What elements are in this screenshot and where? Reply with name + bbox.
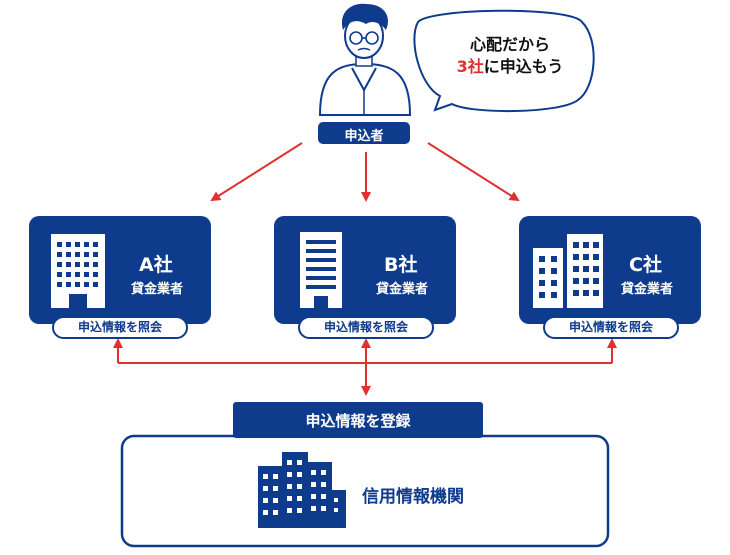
query-badge-b: 申込情報を照会 — [298, 316, 434, 339]
company-type: 貸金業者 — [621, 282, 674, 297]
company-name: A社 — [139, 254, 173, 276]
company-card-c: C社 貸金業者 — [519, 216, 701, 324]
query-connectors — [113, 338, 617, 396]
speech-line-2: 3社に申込もう — [440, 56, 580, 78]
bureau-header: 申込情報を登録 — [305, 412, 411, 430]
apply-arrows — [210, 142, 520, 202]
query-badge-a: 申込情報を照会 — [52, 316, 188, 339]
speech-text: 心配だから 3社に申込もう — [440, 34, 580, 78]
bureau-header-box — [233, 402, 483, 438]
office-building-icon — [51, 234, 105, 308]
query-badge-c: 申込情報を照会 — [543, 316, 679, 339]
speech-bubble — [413, 9, 595, 113]
company-type: 貸金業者 — [376, 282, 429, 297]
applicant-label-box — [318, 122, 410, 144]
bureau-name: 信用情報機関 — [362, 487, 464, 507]
company-type: 貸金業者 — [131, 282, 184, 297]
speech-rest: に申込もう — [483, 57, 564, 76]
person-icon — [318, 3, 412, 116]
applicant-label: 申込者 — [344, 129, 384, 144]
speech-line-1: 心配だから — [469, 35, 550, 54]
company-card-b: B社 貸金業者 — [274, 216, 456, 324]
speech-highlight: 3社 — [456, 57, 484, 76]
company-card-a: A社 貸金業者 — [29, 216, 211, 324]
company-name: C社 — [629, 254, 662, 276]
city-buildings-icon — [258, 452, 346, 528]
office-buildings-icon — [533, 234, 603, 308]
office-building-icon — [300, 232, 342, 308]
company-name: B社 — [384, 254, 418, 276]
